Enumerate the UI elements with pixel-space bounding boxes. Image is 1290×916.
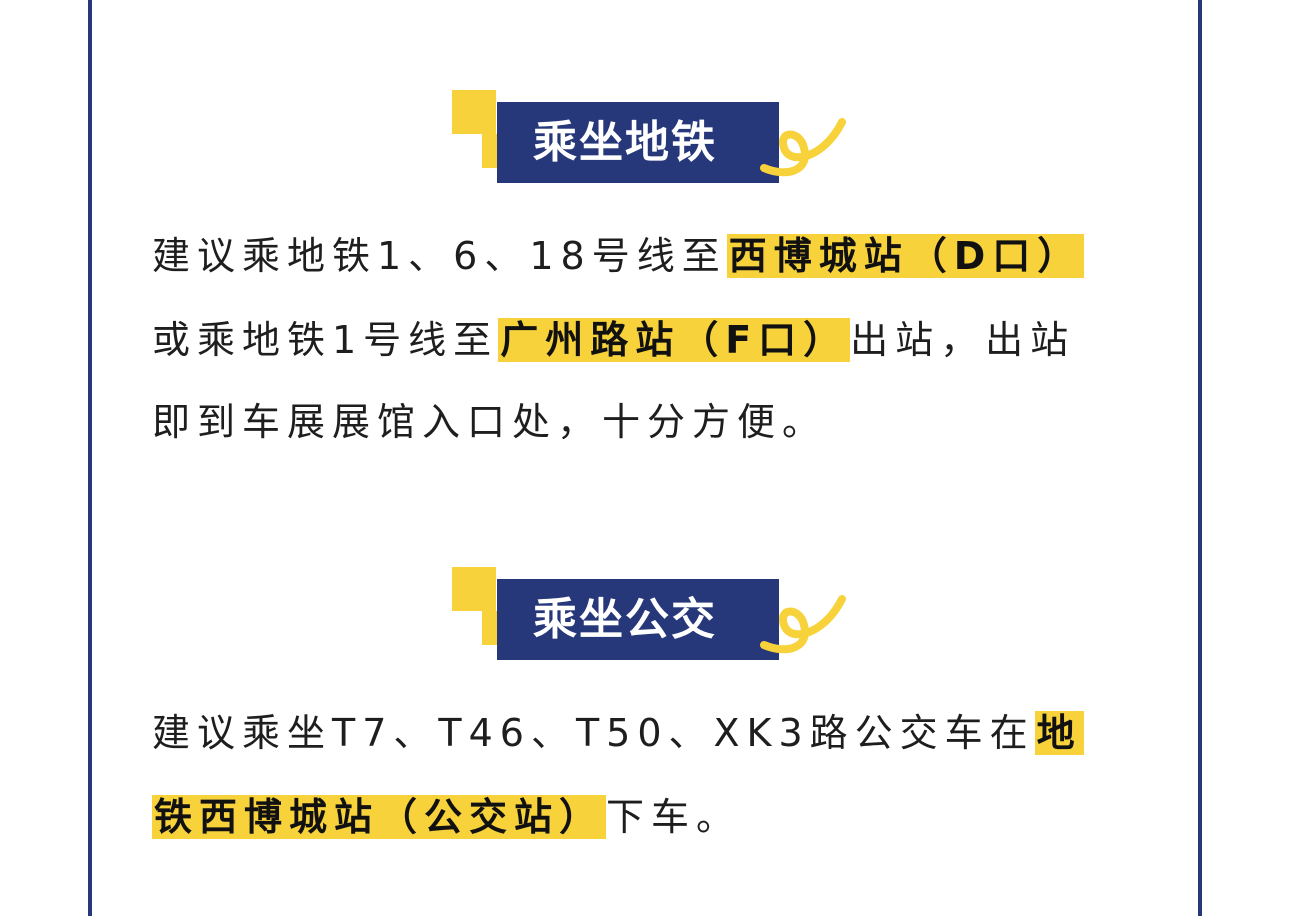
highlight-text: 地 [1034,711,1084,755]
section-header-subway: 乘坐地铁 [450,90,850,190]
text-run: 下车。 [606,795,742,839]
text-run: 出站，出站 [850,318,1076,362]
decor-square-top [452,567,496,611]
text-run: 建议乘地铁1、6、18号线至 [152,234,727,278]
highlight-text: 广州路站（F口） [498,318,851,362]
text-line: 或乘地铁1号线至广州路站（F口）出站，出站 [152,310,1075,370]
text-line: 铁西博城站（公交站）下车。 [152,787,741,847]
highlight-text: 铁西博城站（公交站） [152,795,607,839]
decor-square-top [452,90,496,134]
swirl-decoration-icon [760,595,846,654]
text-line: 建议乘地铁1、6、18号线至西博城站（D口） [152,226,1085,286]
text-run: 或乘地铁1号线至 [152,318,499,362]
page-frame [88,0,1202,916]
text-run: 即到车展展馆入口处，十分方便。 [152,400,828,444]
highlight-text: 西博城站（D口） [726,234,1085,278]
section-title-bus: 乘坐公交 [497,579,779,660]
text-line: 建议乘坐T7、T46、T50、XK3路公交车在地 [152,703,1084,763]
text-run: 建议乘坐T7、T46、T50、XK3路公交车在 [152,711,1035,755]
section-title-subway: 乘坐地铁 [497,102,779,183]
text-line: 即到车展展馆入口处，十分方便。 [152,392,827,452]
swirl-decoration-icon [760,118,846,177]
section-header-bus: 乘坐公交 [450,567,850,667]
